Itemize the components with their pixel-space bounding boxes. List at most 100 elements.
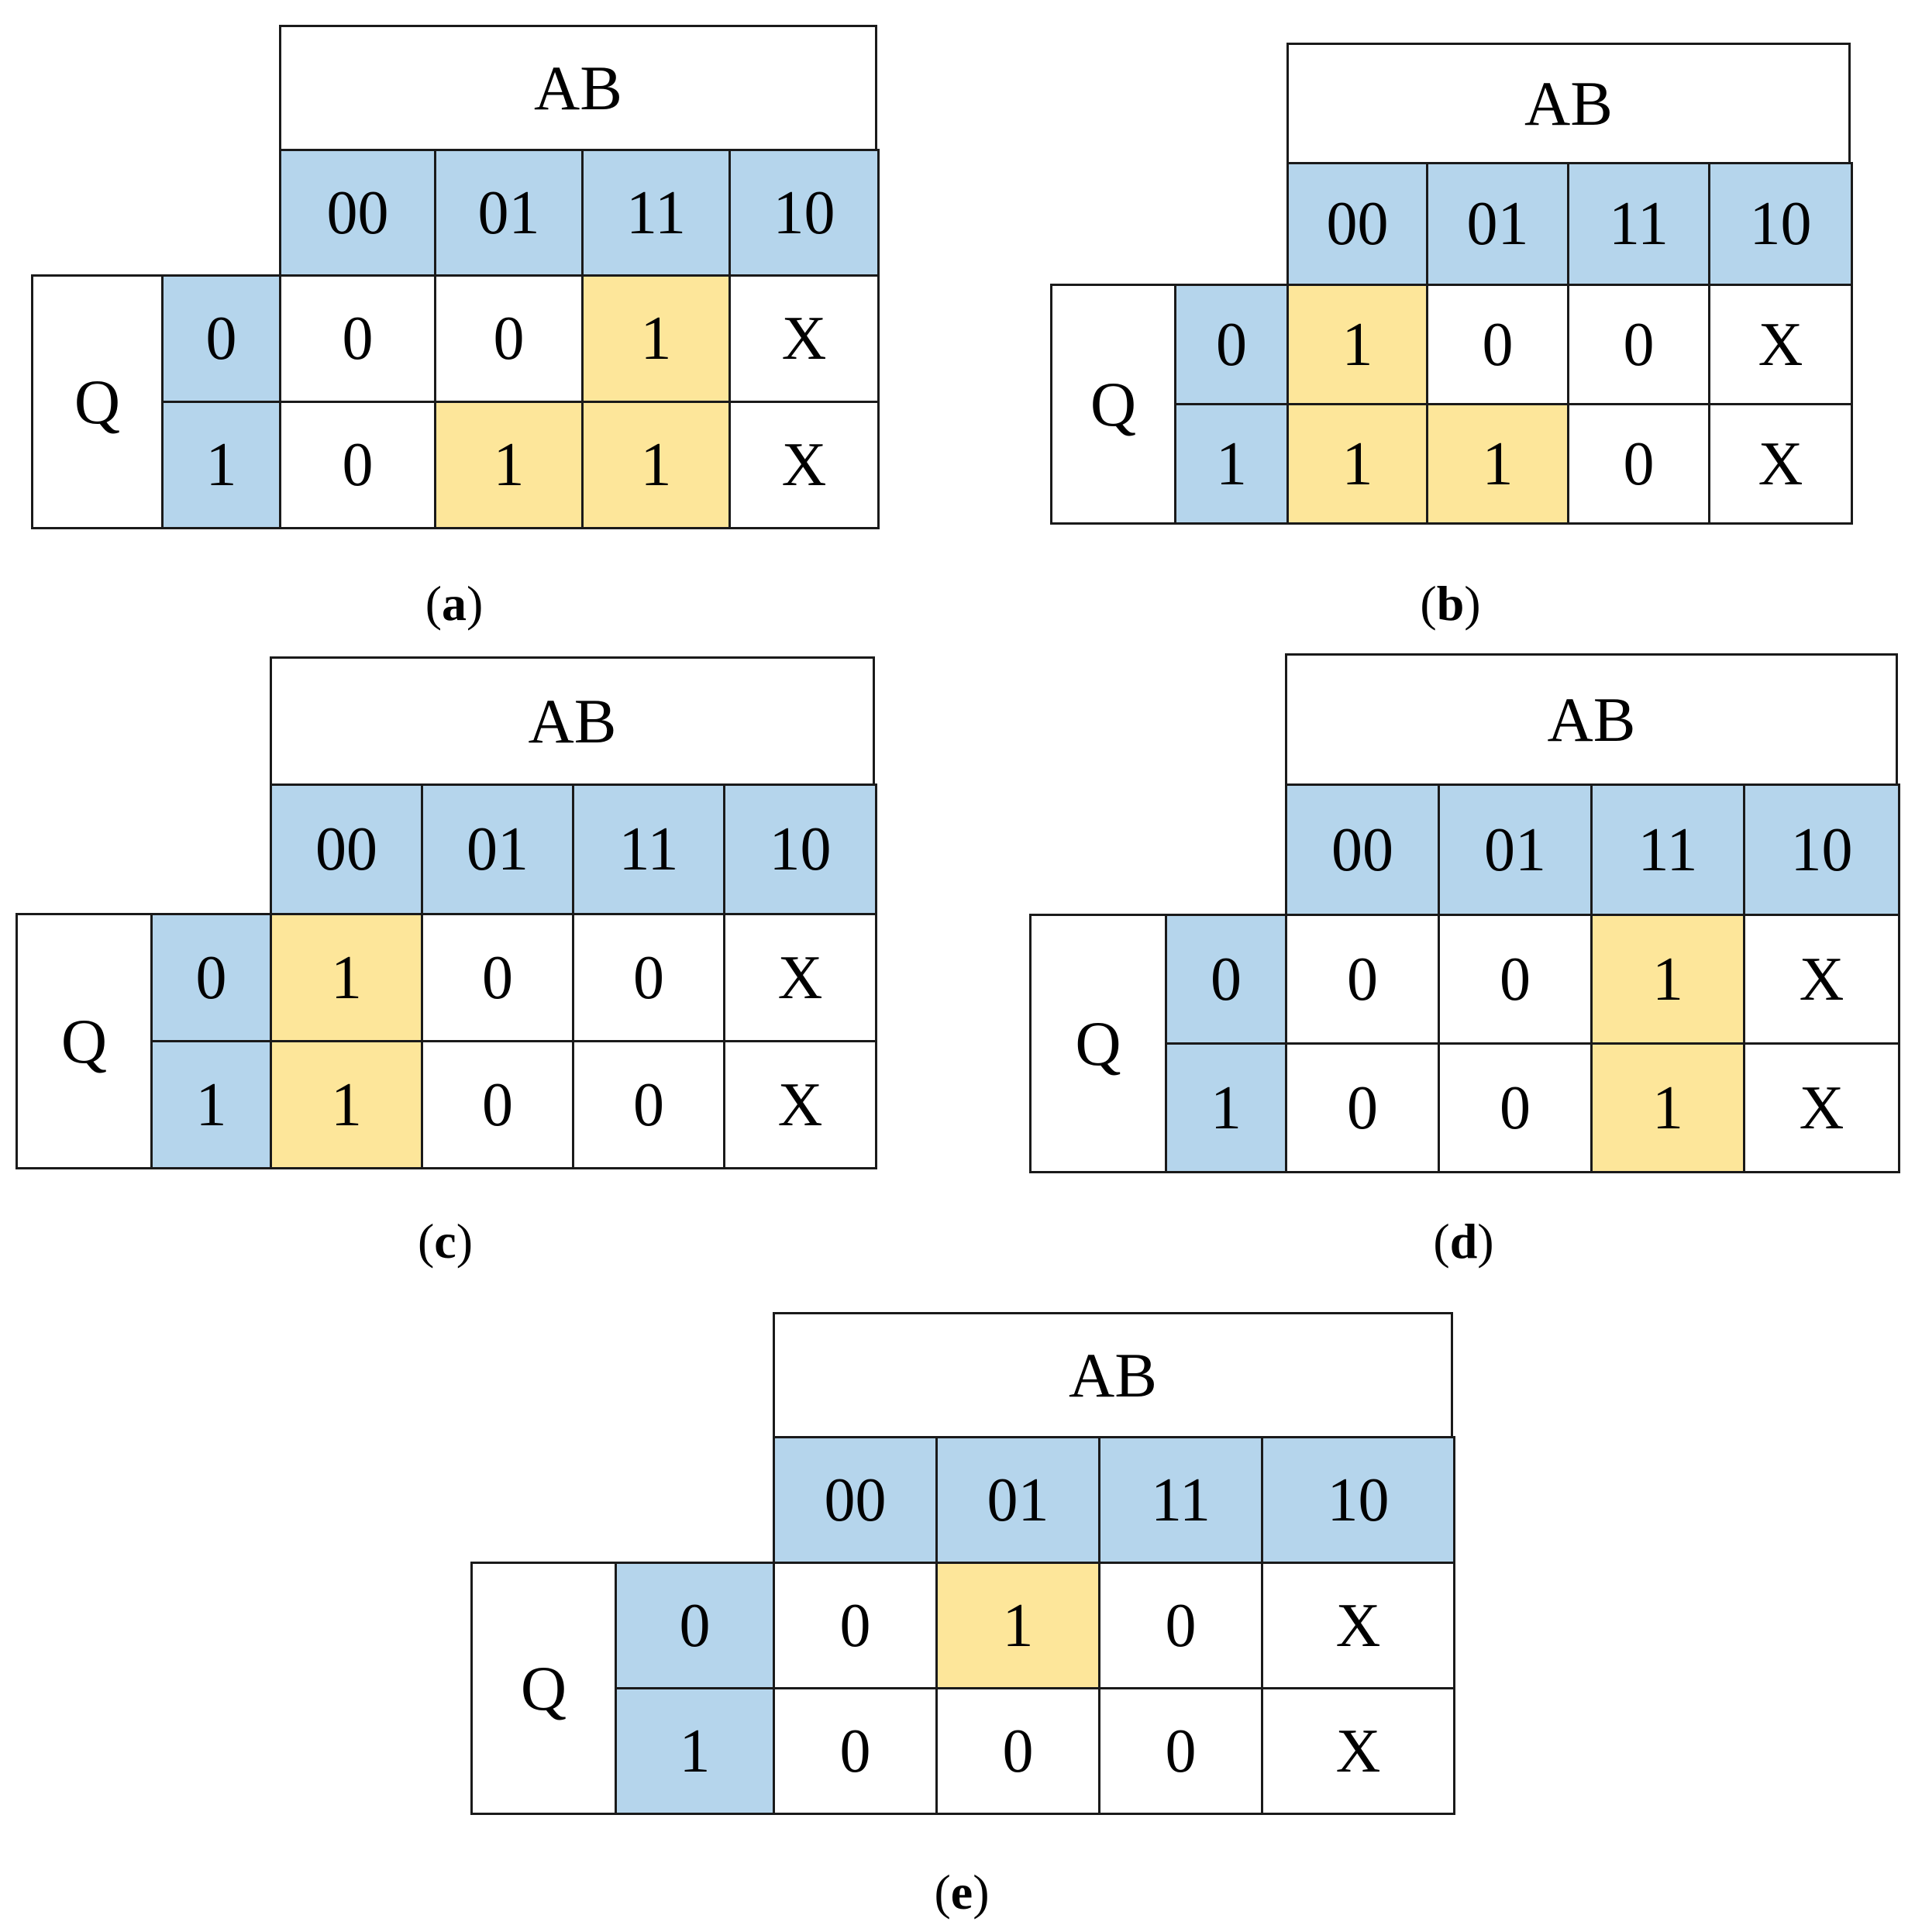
row-label: 0 (1174, 284, 1289, 405)
highlighted-cell: 1 (1590, 914, 1745, 1045)
column-label: 00 (279, 149, 436, 277)
map-cell: 0 (1438, 914, 1593, 1045)
row-label: 1 (161, 401, 281, 529)
column-label: 10 (723, 783, 877, 915)
column-label: 00 (773, 1436, 938, 1564)
highlighted-cell: 1 (1286, 403, 1428, 525)
map-cell: X (723, 1040, 877, 1169)
caption-open-paren: ( (425, 576, 442, 631)
map-cell: X (1743, 1042, 1900, 1173)
map-cell: 0 (1438, 1042, 1593, 1173)
map-cell: 0 (935, 1687, 1100, 1815)
column-label: 01 (434, 149, 584, 277)
subfigure-caption: (c) (291, 1213, 601, 1270)
row-variable-label: Q (470, 1562, 617, 1815)
map-cell: 0 (1098, 1562, 1263, 1689)
highlighted-cell: 1 (1426, 403, 1569, 525)
map-cell: X (1708, 403, 1853, 525)
row-label: 0 (150, 913, 272, 1042)
column-label: 11 (581, 149, 731, 277)
caption-close-paren: ) (973, 1865, 990, 1920)
caption-close-paren: ) (467, 576, 484, 631)
caption-close-paren: ) (456, 1214, 474, 1269)
map-cell: 0 (279, 274, 436, 403)
column-label: 01 (935, 1436, 1100, 1564)
column-label: 00 (1286, 162, 1428, 286)
column-label: 11 (572, 783, 725, 915)
map-cell: 0 (572, 913, 725, 1042)
column-label: 01 (1426, 162, 1569, 286)
highlighted-cell: 1 (1590, 1042, 1745, 1173)
map-cell: 0 (1567, 403, 1710, 525)
map-cell: X (1708, 284, 1853, 405)
caption-letter: e (950, 1865, 973, 1920)
row-variable-label: Q (15, 913, 153, 1169)
row-variable-label: Q (31, 274, 164, 529)
highlighted-cell: 1 (270, 913, 423, 1042)
row-label: 0 (615, 1562, 775, 1689)
row-label: 0 (1165, 914, 1287, 1045)
column-variable-label: AB (773, 1312, 1453, 1438)
column-label: 10 (1708, 162, 1853, 286)
map-cell: 0 (1567, 284, 1710, 405)
column-label: 00 (1285, 783, 1440, 916)
map-cell: X (728, 401, 880, 529)
highlighted-cell: 1 (1286, 284, 1428, 405)
column-variable-label: AB (270, 656, 875, 786)
map-cell: 0 (773, 1562, 938, 1689)
map-cell: X (728, 274, 880, 403)
highlighted-cell: 1 (434, 401, 584, 529)
highlighted-cell: 1 (581, 401, 731, 529)
map-cell: 0 (279, 401, 436, 529)
row-label: 0 (161, 274, 281, 403)
column-variable-label: AB (1286, 43, 1851, 164)
row-variable-label: Q (1029, 914, 1167, 1173)
map-cell: 0 (1285, 1042, 1440, 1173)
column-label: 10 (728, 149, 880, 277)
subfigure-caption: (a) (299, 575, 609, 632)
caption-open-paren: ( (1433, 1214, 1450, 1269)
column-variable-label: AB (1285, 653, 1898, 786)
caption-letter: d (1449, 1214, 1478, 1269)
column-label: 10 (1743, 783, 1900, 916)
map-cell: 0 (1098, 1687, 1263, 1815)
column-label: 01 (421, 783, 574, 915)
map-cell: 0 (434, 274, 584, 403)
column-label: 00 (270, 783, 423, 915)
column-label: 10 (1261, 1436, 1455, 1564)
caption-open-paren: ( (934, 1865, 951, 1920)
map-cell: X (723, 913, 877, 1042)
highlighted-cell: 1 (935, 1562, 1100, 1689)
caption-open-paren: ( (417, 1214, 435, 1269)
map-cell: 0 (773, 1687, 938, 1815)
caption-open-paren: ( (1420, 576, 1437, 631)
subfigure-caption: (d) (1309, 1213, 1619, 1270)
column-label: 11 (1567, 162, 1710, 286)
subfigure-caption: (e) (807, 1864, 1117, 1921)
highlighted-cell: 1 (270, 1040, 423, 1169)
map-cell: X (1261, 1562, 1455, 1689)
map-cell: X (1743, 914, 1900, 1045)
map-cell: 0 (572, 1040, 725, 1169)
row-variable-label: Q (1050, 284, 1176, 525)
map-cell: 0 (1285, 914, 1440, 1045)
column-label: 01 (1438, 783, 1593, 916)
map-cell: 0 (1426, 284, 1569, 405)
row-label: 1 (1165, 1042, 1287, 1173)
map-cell: 0 (421, 913, 574, 1042)
caption-close-paren: ) (1464, 576, 1481, 631)
highlighted-cell: 1 (581, 274, 731, 403)
column-variable-label: AB (279, 25, 877, 151)
caption-letter: a (442, 576, 467, 631)
map-cell: 0 (421, 1040, 574, 1169)
caption-letter: b (1436, 576, 1465, 631)
column-label: 11 (1098, 1436, 1263, 1564)
row-label: 1 (1174, 403, 1289, 525)
subfigure-caption: (b) (1296, 575, 1606, 632)
map-cell: X (1261, 1687, 1455, 1815)
row-label: 1 (615, 1687, 775, 1815)
caption-letter: c (434, 1214, 456, 1269)
column-label: 11 (1590, 783, 1745, 916)
row-label: 1 (150, 1040, 272, 1169)
caption-close-paren: ) (1477, 1214, 1494, 1269)
